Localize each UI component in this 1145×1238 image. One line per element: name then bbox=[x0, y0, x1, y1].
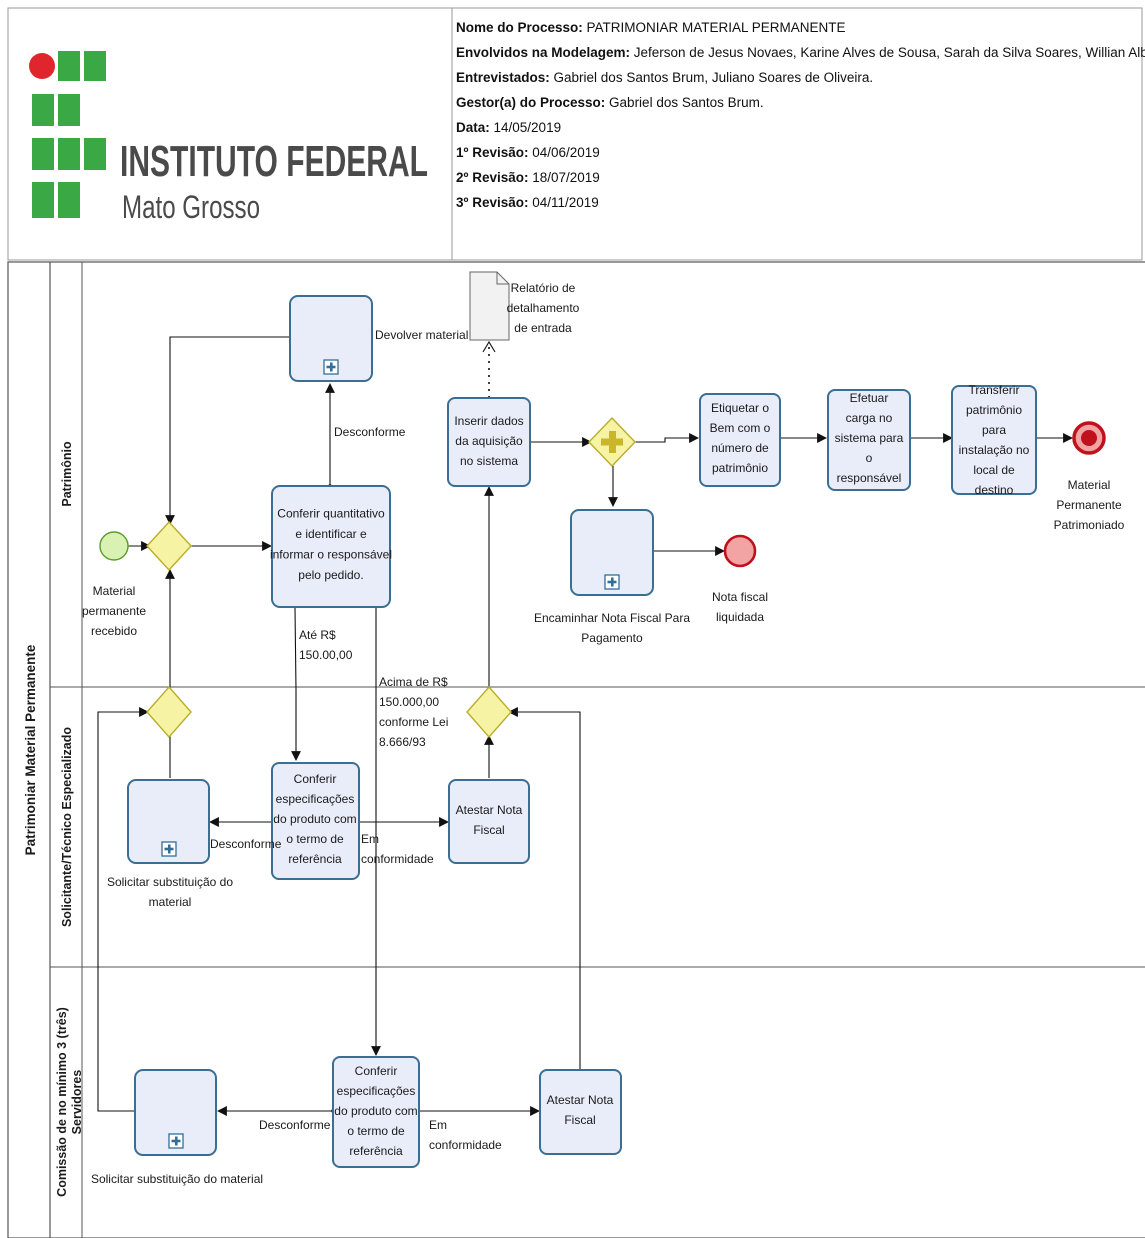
logo: INSTITUTO FEDERAL Mato Grosso bbox=[29, 51, 428, 225]
info-value: Gabriel dos Santos Brum, Juliano Soares … bbox=[554, 70, 874, 85]
gateway-merge-mid-left[interactable] bbox=[146, 685, 192, 739]
relatorio-document bbox=[469, 271, 510, 341]
process-info: Nome do Processo: PATRIMONIAR MATERIAL P… bbox=[456, 20, 1145, 210]
info-line: 1º Revisão: 04/06/2019 bbox=[456, 145, 600, 160]
task-efetuar-carga[interactable] bbox=[827, 389, 911, 491]
end-event-patrimoniado[interactable] bbox=[1072, 421, 1106, 455]
info-label: Gestor(a) do Processo: bbox=[456, 95, 609, 110]
task-conferir-especificacoes-2[interactable] bbox=[332, 1056, 420, 1168]
subprocess-markers bbox=[161, 359, 620, 1149]
lane-patrimonio: Patrimônio bbox=[60, 441, 74, 507]
info-label: Entrevistados: bbox=[456, 70, 554, 85]
task-atestar-nota-fiscal-2[interactable] bbox=[539, 1069, 622, 1155]
tasks bbox=[127, 295, 1037, 1168]
devolver-material-label: Devolver material bbox=[375, 328, 468, 342]
pool-name: Patrimoniar Material Permanente bbox=[23, 644, 38, 855]
info-line: Nome do Processo: PATRIMONIAR MATERIAL P… bbox=[456, 20, 846, 35]
logo-red-dot bbox=[29, 53, 55, 79]
parallel-plus-icon bbox=[601, 431, 623, 453]
plus-icon bbox=[604, 574, 620, 590]
info-label: 1º Revisão: bbox=[456, 145, 532, 160]
lane-comissao: Comissão de no mínimo 3 (três)Servidores bbox=[55, 1007, 84, 1197]
start-event[interactable] bbox=[99, 531, 129, 561]
task-conferir-quantitativo[interactable] bbox=[271, 485, 391, 608]
info-line: Data: 14/05/2019 bbox=[456, 120, 561, 135]
info-value: 14/05/2019 bbox=[494, 120, 562, 135]
info-value: Jeferson de Jesus Novaes, Karine Alves d… bbox=[634, 45, 1145, 60]
info-line: Envolvidos na Modelagem: Jeferson de Jes… bbox=[456, 45, 1145, 60]
task-devolver-material[interactable] bbox=[289, 295, 373, 382]
task-conferir-especificacoes-1[interactable] bbox=[271, 762, 360, 880]
gateway-merge-mid-right[interactable] bbox=[466, 685, 512, 739]
end-event-nota-liquidada[interactable] bbox=[723, 534, 757, 568]
flow-label-desconforme: Desconforme bbox=[259, 1118, 331, 1132]
lane-solicitante: Solicitante/Técnico Especializado bbox=[60, 727, 74, 927]
info-line: 2º Revisão: 18/07/2019 bbox=[456, 170, 600, 185]
sequence-flows bbox=[97, 336, 1073, 1117]
info-value: 04/11/2019 bbox=[532, 195, 599, 210]
plus-icon bbox=[161, 841, 177, 857]
lane-comissao-label: Comissão de no mínimo 3 (três)Servidores bbox=[55, 1007, 84, 1197]
info-label: 3º Revisão: bbox=[456, 195, 532, 210]
info-value: PATRIMONIAR MATERIAL PERMANENTE bbox=[587, 20, 846, 35]
info-value: 18/07/2019 bbox=[532, 170, 600, 185]
logo-title: INSTITUTO FEDERAL bbox=[120, 137, 428, 186]
task-solicitar-substituicao-1[interactable] bbox=[127, 779, 210, 864]
logo-subtitle: Mato Grosso bbox=[122, 189, 260, 225]
flow-label-desconforme: Desconforme bbox=[334, 425, 406, 439]
info-label: Envolvidos na Modelagem: bbox=[456, 45, 634, 60]
plus-icon bbox=[323, 359, 339, 375]
task-inserir-dados[interactable] bbox=[447, 397, 531, 487]
gateway-merge-top[interactable] bbox=[146, 520, 192, 572]
task-solicitar-substituicao-2[interactable] bbox=[134, 1069, 217, 1156]
info-line: Gestor(a) do Processo: Gabriel dos Santo… bbox=[456, 95, 764, 110]
flow-label-ate-150: Até R$150.00,00 bbox=[299, 628, 353, 662]
plus-icon bbox=[168, 1133, 184, 1149]
task-etiquetar[interactable] bbox=[699, 393, 781, 487]
info-line: Entrevistados: Gabriel dos Santos Brum, … bbox=[456, 70, 873, 85]
info-value: 04/06/2019 bbox=[532, 145, 600, 160]
solicitar-substituicao-2-label: Solicitar substituição do material bbox=[91, 1172, 263, 1186]
info-value: Gabriel dos Santos Brum. bbox=[609, 95, 764, 110]
task-transferir-patrimonio[interactable] bbox=[951, 385, 1037, 495]
info-label: Data: bbox=[456, 120, 494, 135]
flow-label-desconforme: Desconforme bbox=[210, 837, 282, 851]
header: INSTITUTO FEDERAL Mato Grosso Nome do Pr… bbox=[7, 7, 1145, 261]
info-label: 2º Revisão: bbox=[456, 170, 532, 185]
task-encaminhar-nota-fiscal[interactable] bbox=[570, 509, 654, 596]
info-label: Nome do Processo: bbox=[456, 20, 587, 35]
task-atestar-nota-fiscal-1[interactable] bbox=[448, 779, 530, 864]
info-line: 3º Revisão: 04/11/2019 bbox=[456, 195, 599, 210]
